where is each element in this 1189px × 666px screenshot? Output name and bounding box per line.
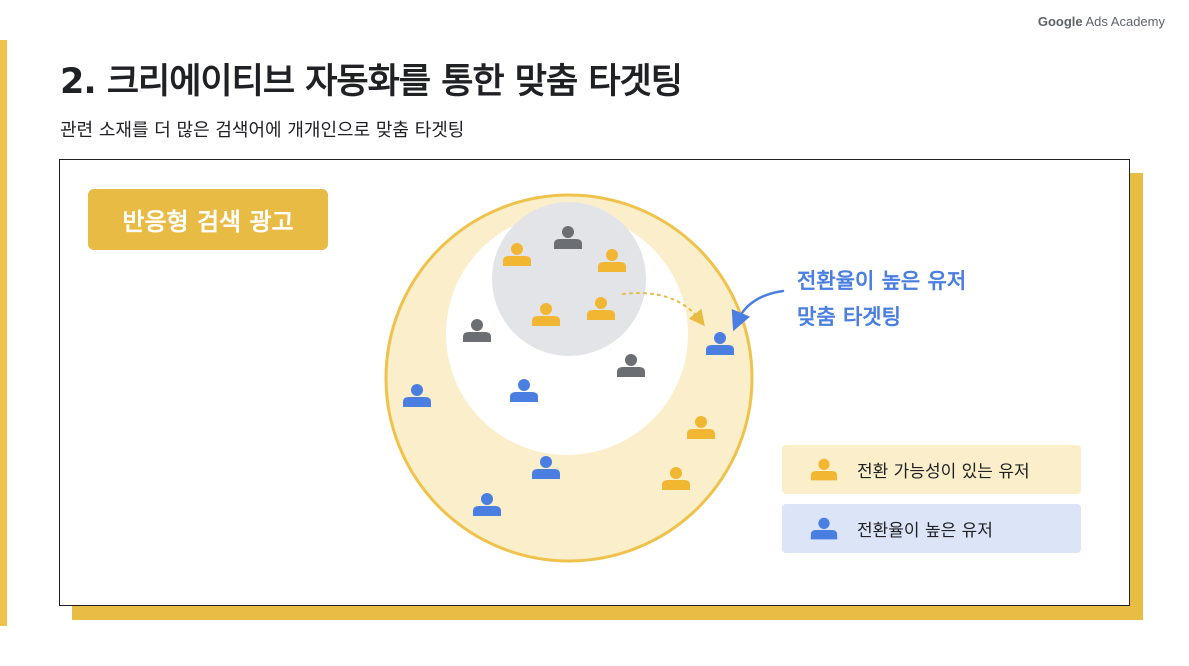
high-conversion-callout: 전환율이 높은 유저 맞춤 타겟팅 xyxy=(797,263,966,335)
callout-line-2: 맞춤 타겟팅 xyxy=(797,305,901,329)
person-icon xyxy=(810,517,838,539)
callout-arrow xyxy=(731,289,785,332)
brand-academy: Ads Academy xyxy=(1082,14,1166,29)
page-title: 2. 크리에이티브 자동화를 통한 맞춤 타겟팅 xyxy=(60,62,683,102)
page-subtitle: 관련 소재를 더 많은 검색어에 개개인으로 맞춤 타겟팅 xyxy=(60,120,465,141)
diagram-card: 반응형 검색 광고 xyxy=(59,159,1130,606)
keyword-gray-circle xyxy=(492,202,646,356)
dotted-targeting-arrow xyxy=(622,292,705,327)
brand-label: Google Ads Academy xyxy=(1038,14,1165,29)
legend-label: 전환 가능성이 있는 유저 xyxy=(857,462,1030,482)
targeting-diagram xyxy=(384,193,785,563)
legend-label: 전환율이 높은 유저 xyxy=(857,521,993,541)
legend-high-conversion-users: 전환율이 높은 유저 xyxy=(782,504,1081,553)
left-accent-bar xyxy=(0,40,7,626)
brand-google: Google xyxy=(1037,14,1083,29)
responsive-search-ad-badge: 반응형 검색 광고 xyxy=(88,189,328,250)
legend-potential-users: 전환 가능성이 있는 유저 xyxy=(782,445,1081,494)
person-icon xyxy=(810,458,838,480)
callout-line-1: 전환율이 높은 유저 xyxy=(797,269,967,293)
